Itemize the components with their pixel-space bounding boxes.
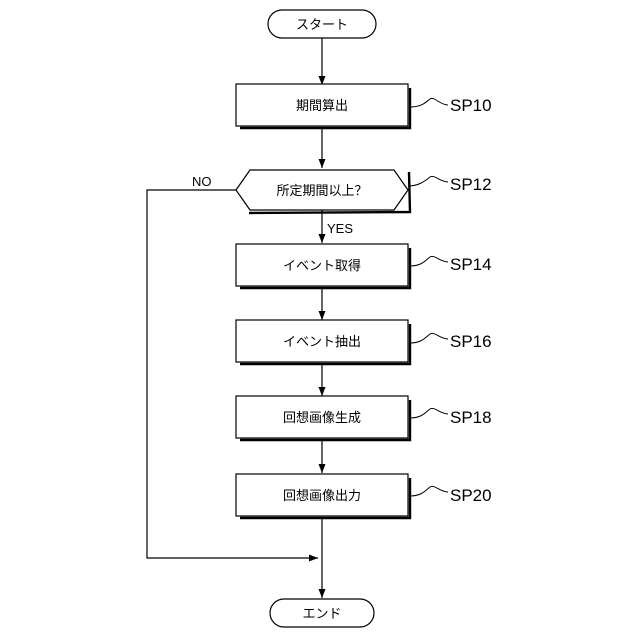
leader-sp20	[410, 486, 448, 496]
leader-sp16	[410, 333, 448, 343]
step-label-sp16: SP16	[450, 332, 492, 351]
start-node: スタート	[268, 10, 376, 38]
step-label-sp12: SP12	[450, 175, 492, 194]
process-sp16-text: イベント抽出	[283, 335, 361, 350]
step-label-sp20: SP20	[450, 486, 492, 505]
process-sp16: イベント抽出	[236, 320, 410, 364]
process-sp20-text: 回想画像出力	[283, 488, 361, 504]
branch-label-no: NO	[192, 174, 212, 189]
process-sp14: イベント取得	[236, 244, 410, 288]
decision-sp12-text: 所定期間以上？	[276, 184, 367, 199]
leader-sp18	[410, 408, 448, 418]
process-sp20: 回想画像出力	[236, 474, 410, 518]
process-sp10: 期間算出	[236, 84, 410, 128]
step-label-sp10: SP10	[450, 96, 492, 115]
decision-sp12: 所定期間以上？	[236, 170, 410, 213]
end-node-text: エンド	[302, 607, 341, 622]
step-label-sp18: SP18	[450, 408, 492, 427]
step-label-sp14: SP14	[450, 255, 492, 274]
process-sp10-text: 期間算出	[296, 99, 348, 114]
branch-label-yes: YES	[327, 221, 353, 236]
process-sp18-text: 回想画像生成	[283, 410, 361, 426]
process-sp14-text: イベント取得	[283, 258, 361, 274]
leader-sp12	[408, 176, 448, 186]
start-node-text: スタート	[296, 18, 348, 33]
leader-sp14	[410, 256, 448, 266]
process-sp18: 回想画像生成	[236, 396, 410, 440]
end-node: エンド	[270, 599, 374, 627]
leader-sp10	[410, 98, 448, 107]
